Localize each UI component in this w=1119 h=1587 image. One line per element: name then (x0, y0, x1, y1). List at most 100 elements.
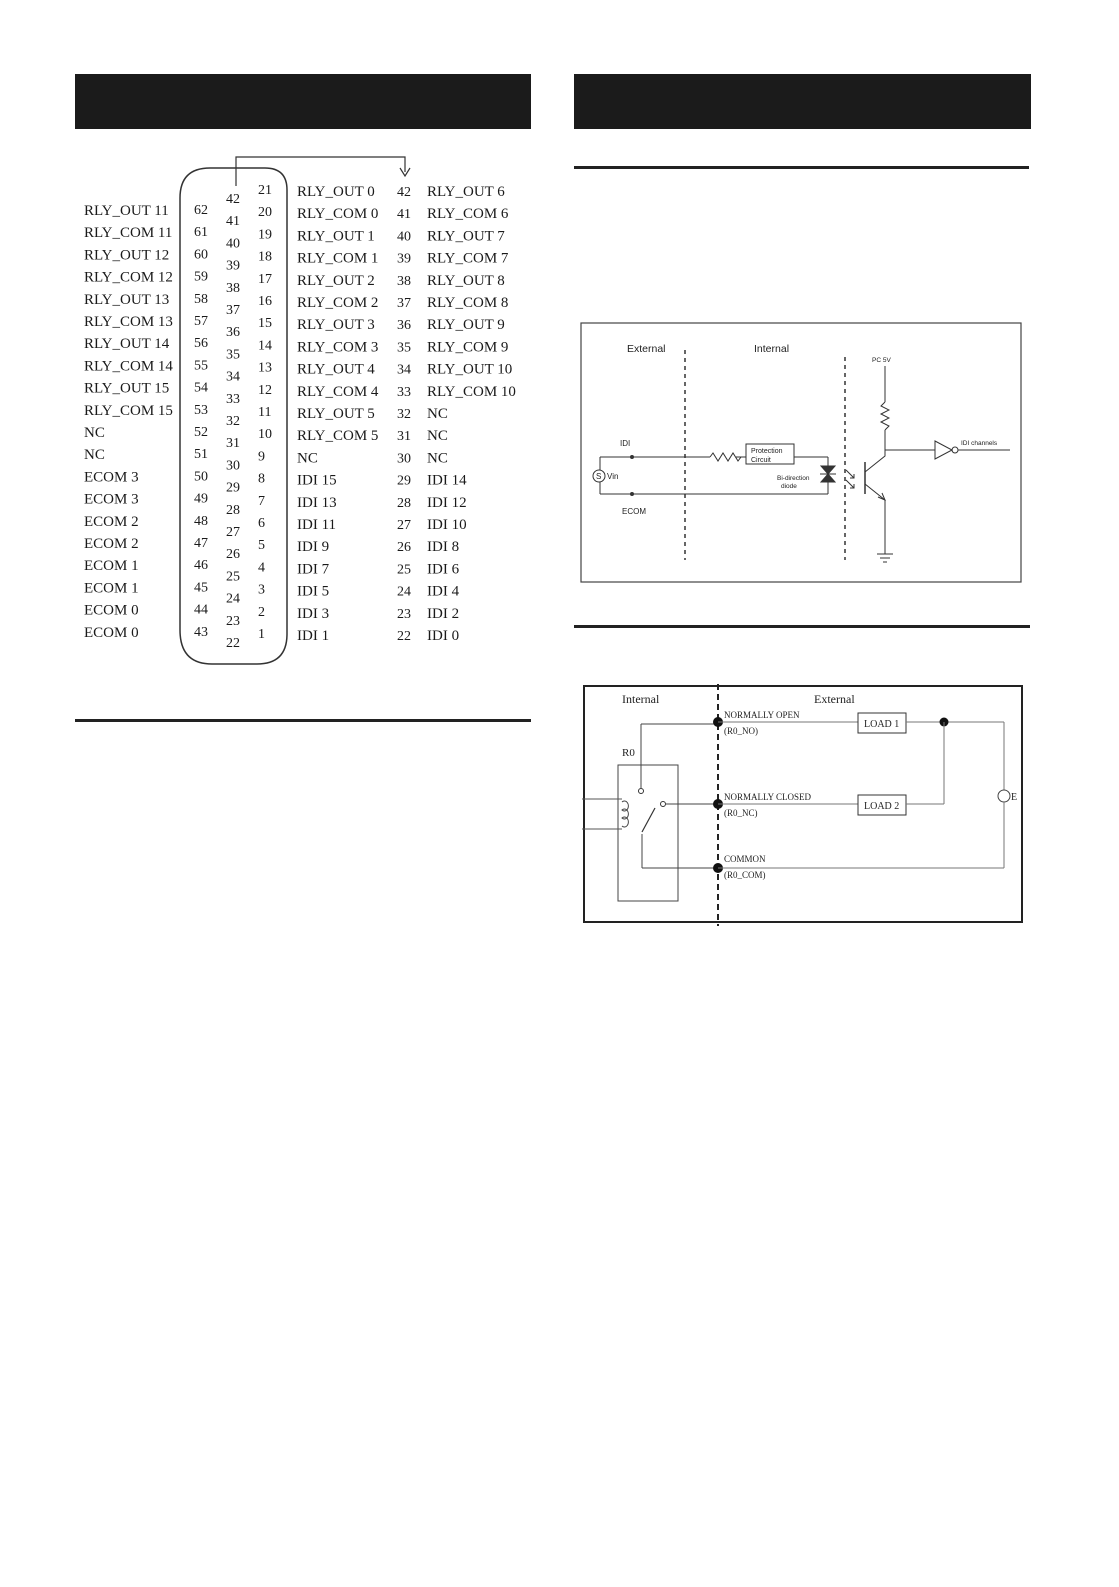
external-label: External (627, 343, 666, 355)
pin-number: 16 (258, 294, 272, 309)
pin-number: 25 (226, 569, 240, 584)
pin-mapping-arrowhead (399, 167, 411, 178)
pin-number: 39 (226, 259, 240, 274)
internal-label: Internal (754, 343, 789, 355)
isolated-input-circuit-diagram: External Internal PC 5V IDI channels IDI… (580, 322, 1022, 583)
input-resistor (709, 452, 742, 462)
pin-label: IDI 2 (427, 606, 459, 622)
pin-number: 36 (397, 318, 411, 333)
pin-number: 3 (258, 583, 265, 598)
pin-number: 42 (397, 185, 411, 200)
pin-number: 57 (194, 314, 208, 329)
normally-open-label: NORMALLY OPEN (724, 710, 800, 720)
pin-number: 34 (226, 370, 240, 385)
pin-number: 39 (397, 252, 411, 267)
pin-number: 18 (258, 250, 272, 265)
pin-label: IDI 4 (427, 584, 460, 600)
pin-number: 29 (397, 474, 411, 489)
load2-box (857, 794, 907, 816)
pin-label: RLY_OUT 7 (427, 228, 505, 244)
pin-number: 45 (194, 580, 208, 595)
pin-number: 37 (397, 296, 411, 311)
pin-number: 62 (194, 203, 208, 218)
pin-number: 38 (226, 281, 240, 296)
pin-label: IDI 5 (297, 584, 329, 600)
protection-circuit-box (745, 443, 795, 465)
pin-number: 32 (397, 407, 411, 422)
inverter-buffer-icon (934, 440, 954, 460)
pin-label: IDI 10 (427, 517, 467, 533)
pin-label: RLY_COM 2 (297, 295, 378, 311)
pin-label: RLY_OUT 11 (84, 203, 169, 219)
pin-label: RLY_COM 4 (297, 384, 379, 400)
pin-number: 30 (226, 458, 240, 473)
section-divider-right-middle (574, 625, 1030, 628)
pin-label: ECOM 1 (84, 580, 139, 596)
pin-number: 36 (226, 325, 240, 340)
relay-r0-box (617, 764, 679, 902)
pin-number: 22 (226, 636, 240, 651)
pin-number: 33 (397, 385, 411, 400)
pin-number: 35 (397, 340, 411, 355)
pin-mapping-arrow (235, 156, 406, 186)
pin-number: 59 (194, 270, 208, 285)
pin-number: 2 (258, 605, 265, 620)
pin-label: RLY_OUT 10 (427, 362, 512, 378)
pin-label: RLY_COM 12 (84, 270, 173, 286)
relay-output-circuit-diagram: Internal External R0 NORMALLY OPEN (R0_N… (582, 684, 1023, 926)
pin-label: IDI 8 (427, 539, 459, 555)
pin-number: 31 (397, 429, 411, 444)
pin-number: 20 (258, 205, 272, 220)
relay-switch-arm (641, 807, 656, 833)
pin-number: 24 (226, 592, 240, 607)
pin-label: RLY_OUT 8 (427, 273, 505, 289)
pin-label: IDI 15 (297, 473, 337, 489)
pin-label: RLY_COM 3 (297, 339, 378, 355)
connector-outline (179, 167, 288, 665)
ecom-label: ECOM (622, 507, 646, 516)
pin-number: 1 (258, 627, 265, 642)
bidirection-label-2: diode (781, 483, 797, 490)
pin-label: RLY_COM 6 (427, 206, 509, 222)
pin-label: RLY_OUT 5 (297, 406, 375, 422)
pin-number: 33 (226, 392, 240, 407)
r0-nc-label: (R0_NC) (724, 808, 758, 818)
pin-label: RLY_COM 5 (297, 428, 378, 444)
pin-number: 34 (397, 363, 411, 378)
pin-number: 24 (397, 585, 411, 600)
pin-number: 50 (194, 469, 208, 484)
pin-number: 27 (397, 518, 411, 533)
pin-number: 30 (397, 451, 411, 466)
pin-number: 26 (226, 547, 240, 562)
pin-label: IDI 12 (427, 495, 467, 511)
r0-label: R0 (622, 747, 635, 759)
pin-label: IDI 14 (427, 473, 467, 489)
pin-label: RLY_OUT 15 (84, 381, 169, 397)
pin-label: RLY_COM 8 (427, 295, 508, 311)
pin-label: NC (427, 406, 448, 422)
pin-number: 41 (397, 207, 411, 222)
pin-number: 42 (226, 192, 240, 207)
pin-number: 23 (397, 607, 411, 622)
pin-label: IDI 0 (427, 628, 459, 644)
pin-label: NC (427, 428, 448, 444)
pin-label: IDI 3 (297, 606, 329, 622)
pin-label: RLY_OUT 14 (84, 336, 170, 352)
pin-number: 47 (194, 536, 208, 551)
pin-number: 46 (194, 558, 208, 573)
pin-label: RLY_OUT 12 (84, 247, 169, 263)
pin-label: RLY_OUT 4 (297, 362, 375, 378)
pin-number: 23 (226, 614, 240, 629)
pin-label: IDI 9 (297, 539, 329, 555)
pin-label: NC (297, 450, 318, 466)
pin-number: 53 (194, 403, 208, 418)
pin-number: 25 (397, 562, 411, 577)
pin-label: IDI 11 (297, 517, 336, 533)
pin-number: 28 (226, 503, 240, 518)
r0-com-label: (R0_COM) (724, 870, 766, 880)
pin-label: RLY_COM 15 (84, 403, 173, 419)
pin-number: 40 (397, 229, 411, 244)
pin-number: 40 (226, 236, 240, 251)
pin-number: 11 (258, 405, 271, 420)
